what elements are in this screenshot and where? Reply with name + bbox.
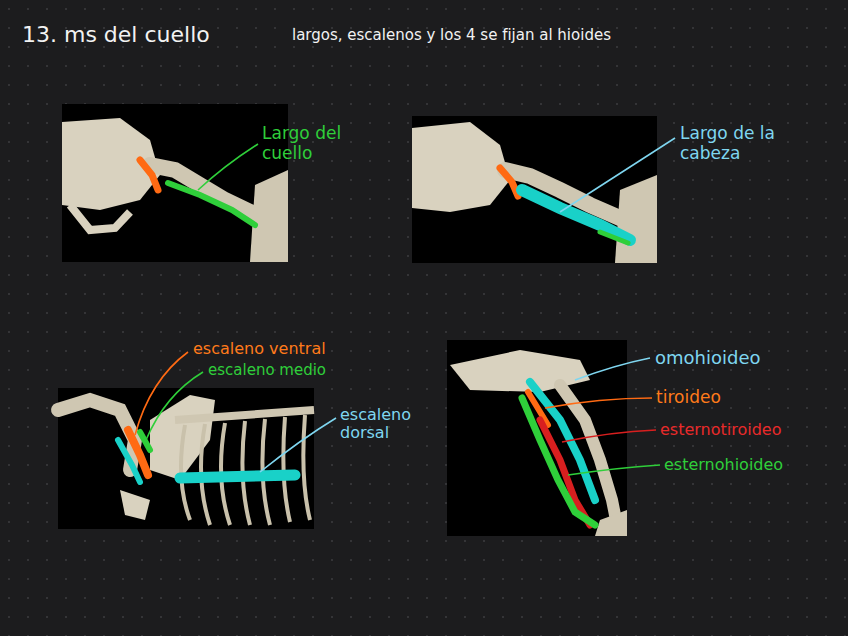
muscle-label: Largo del cuello bbox=[262, 124, 382, 163]
muscle-label: esternohioideo bbox=[664, 456, 783, 474]
muscle-label: Largo de la cabeza bbox=[680, 124, 810, 163]
leader-lines bbox=[135, 138, 675, 475]
muscle-label: omohioideo bbox=[655, 348, 761, 369]
muscle-label: escaleno dorsal bbox=[340, 406, 430, 443]
subtitle-note: largos, escalenos y los 4 se fijan al hi… bbox=[292, 27, 611, 44]
muscle-label: escaleno medio bbox=[208, 362, 326, 379]
muscle-label: escaleno ventral bbox=[193, 340, 326, 358]
photo-hioideos bbox=[447, 340, 627, 536]
muscle-label: tiroideo bbox=[656, 388, 721, 408]
photo-largo-cabeza bbox=[412, 116, 657, 263]
muscle-label: esternotiroideo bbox=[660, 421, 782, 439]
photo-escalenos bbox=[58, 388, 314, 529]
photo-largo-cuello bbox=[62, 104, 288, 262]
page-title: 13. ms del cuello bbox=[22, 22, 210, 47]
